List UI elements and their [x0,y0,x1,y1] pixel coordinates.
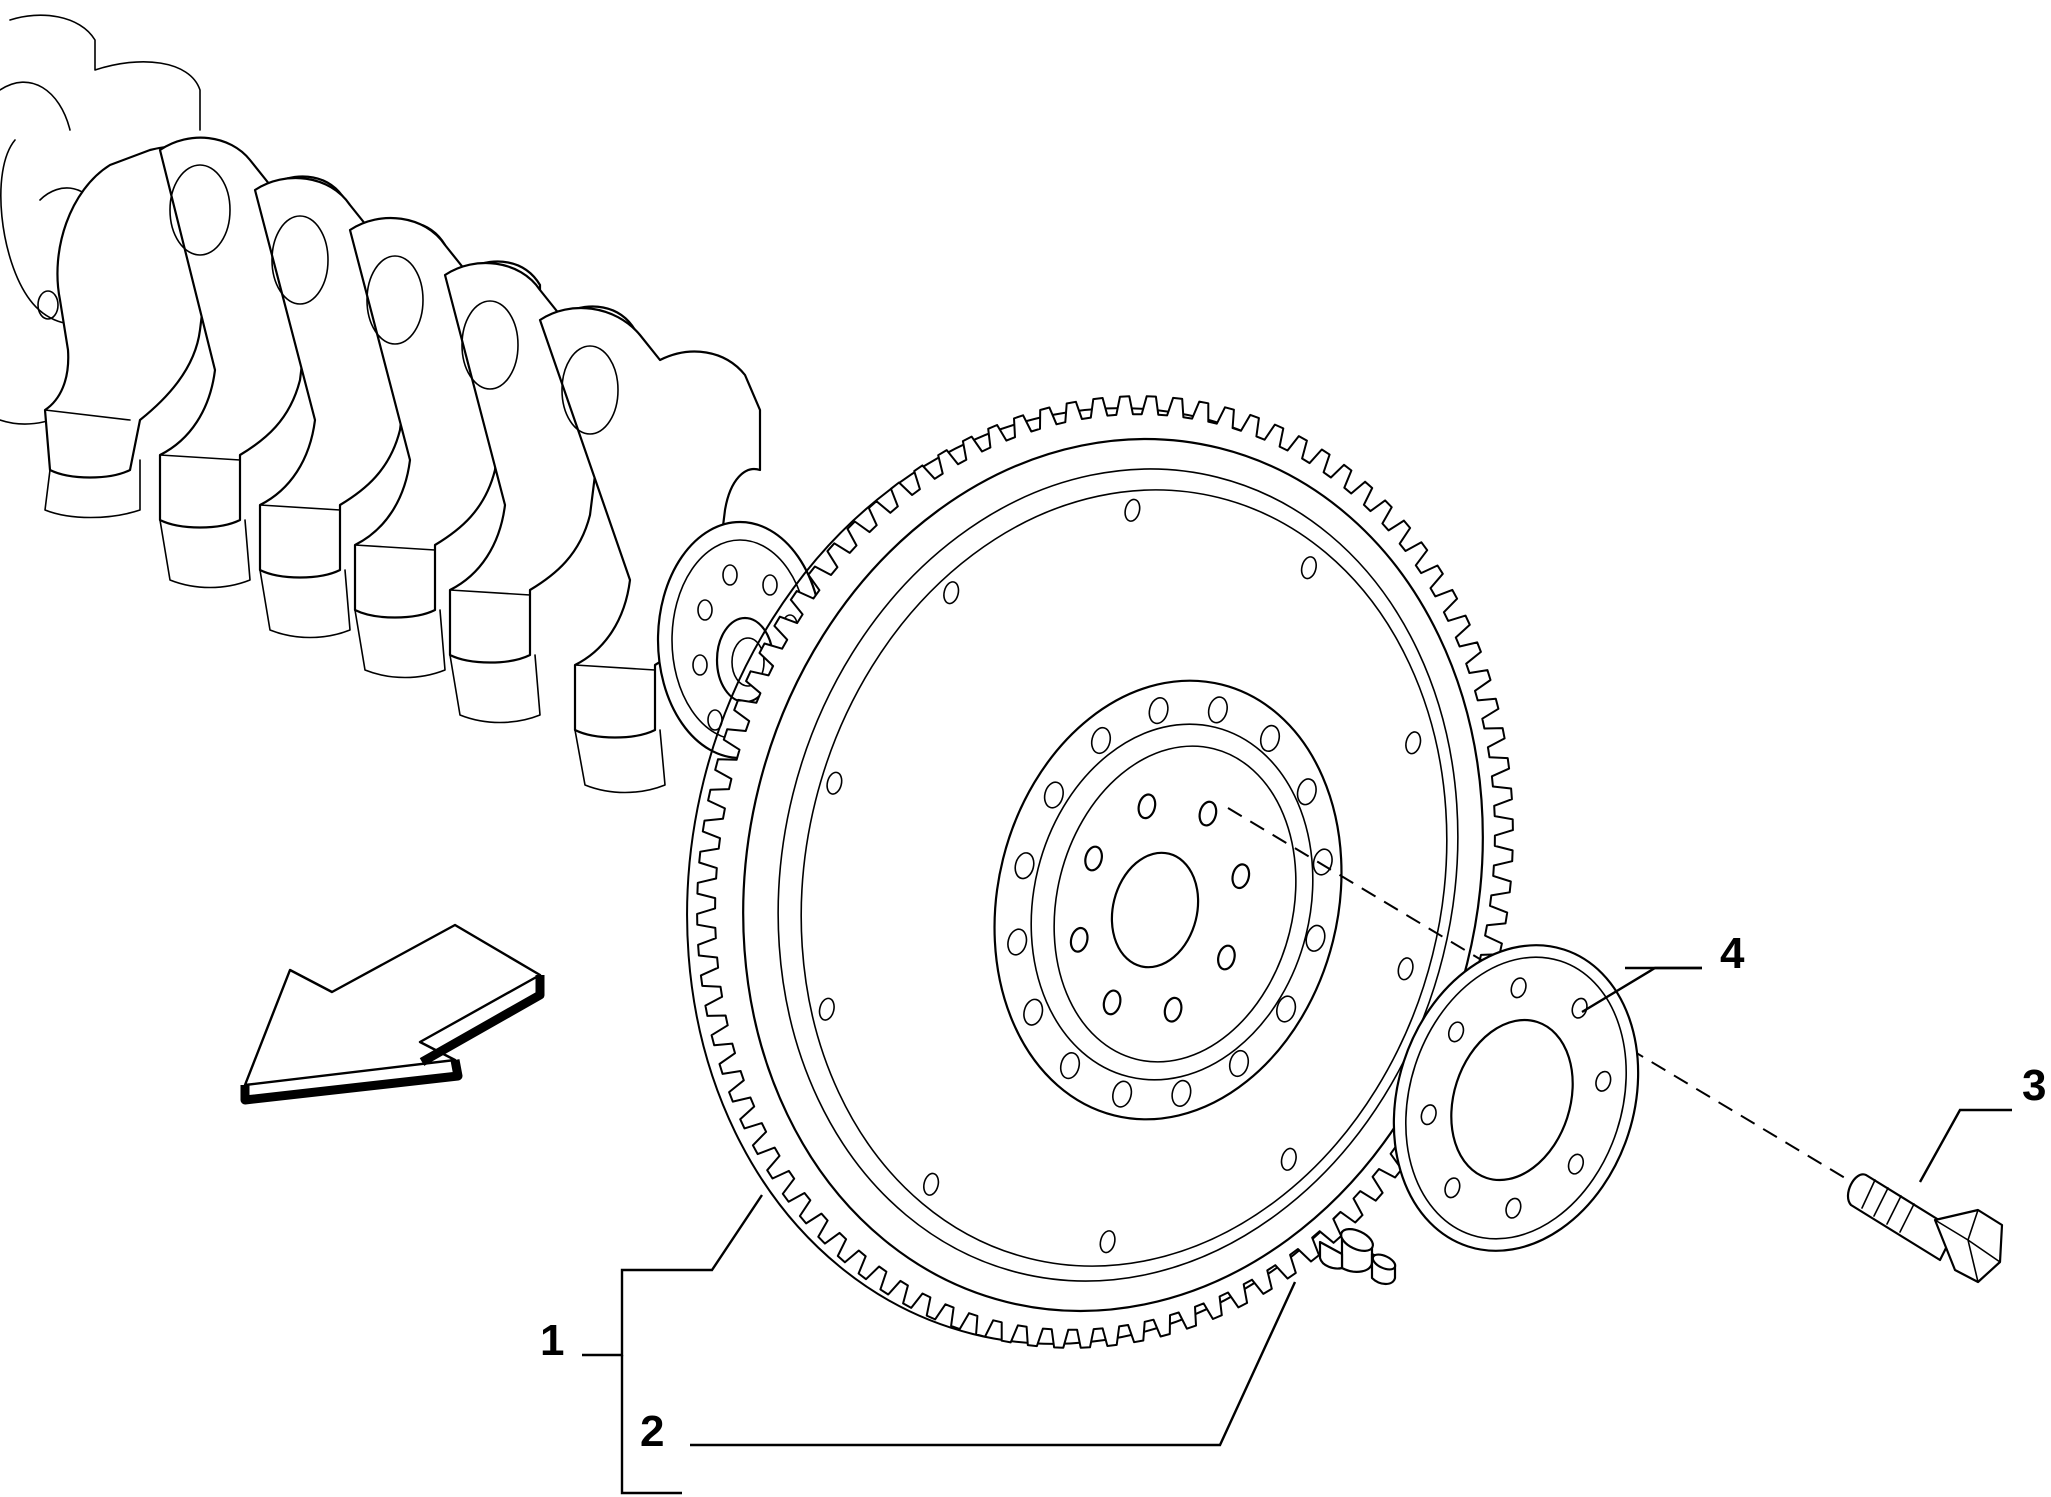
callout-2-label: 2 [640,1407,664,1456]
front-direction-arrow-icon [240,923,545,1105]
flywheel [686,395,1514,1349]
callout-labels: 1 2 3 4 [540,929,2046,1456]
dowel-pin [1318,1228,1397,1286]
callout-1-label: 1 [540,1316,564,1365]
flywheel-hub-holes [1007,696,1333,1108]
flywheel-inner-holes [1069,793,1251,1023]
bolt-washer-plate [1392,944,1640,1252]
flywheel-bolt [1846,1173,2004,1284]
callout-3-label: 3 [2022,1061,2046,1110]
callout-4-label: 4 [1720,929,1745,978]
flywheel-outer-holes [818,498,1422,1254]
callout-leaders [582,966,2012,1495]
crankshaft [0,14,824,794]
